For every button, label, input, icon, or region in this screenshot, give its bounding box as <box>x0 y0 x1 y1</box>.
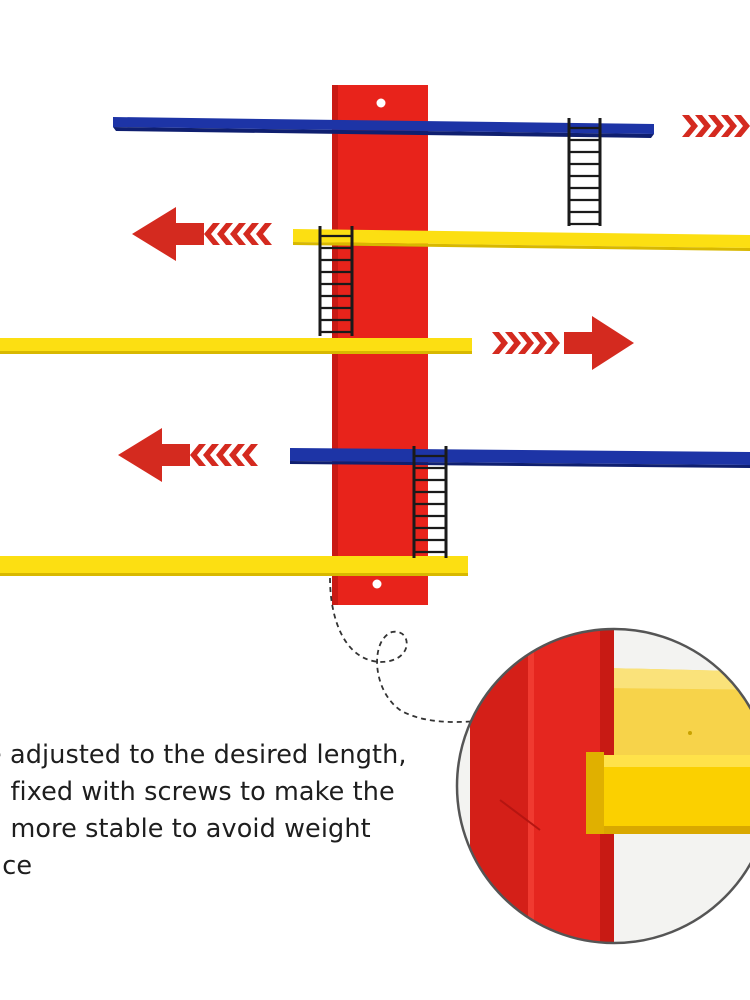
chevron-arrow-icon <box>682 115 750 137</box>
shelf-blue-top <box>113 117 654 138</box>
shelf-yellow-second <box>293 229 750 251</box>
shelf-yellow-third <box>0 338 472 354</box>
ladder-icon <box>412 446 448 558</box>
chevron-arrow-icon <box>118 428 258 482</box>
screw-hole-icon <box>372 579 382 589</box>
ladders <box>318 118 602 558</box>
ladder-icon <box>567 118 602 226</box>
zoom-detail <box>455 627 750 945</box>
shelf-yellow-bottom <box>0 556 468 576</box>
caption-line: nce <box>0 851 33 881</box>
screw-hole-icon <box>376 98 386 108</box>
chevron-arrow-icon <box>492 316 634 370</box>
caption-text: e adjusted to the desired length, n fixe… <box>0 737 456 885</box>
chevron-arrow-icon <box>132 207 272 261</box>
direction-arrows <box>118 115 750 482</box>
caption-line: n more stable to avoid weight <box>0 814 371 844</box>
caption-line: n fixed with screws to make the <box>0 777 395 807</box>
dashed-curve-icon <box>329 577 517 724</box>
shelf-blue-fourth <box>290 448 750 468</box>
caption-line: e adjusted to the desired length, <box>0 740 407 770</box>
ladder-icon <box>318 226 354 336</box>
